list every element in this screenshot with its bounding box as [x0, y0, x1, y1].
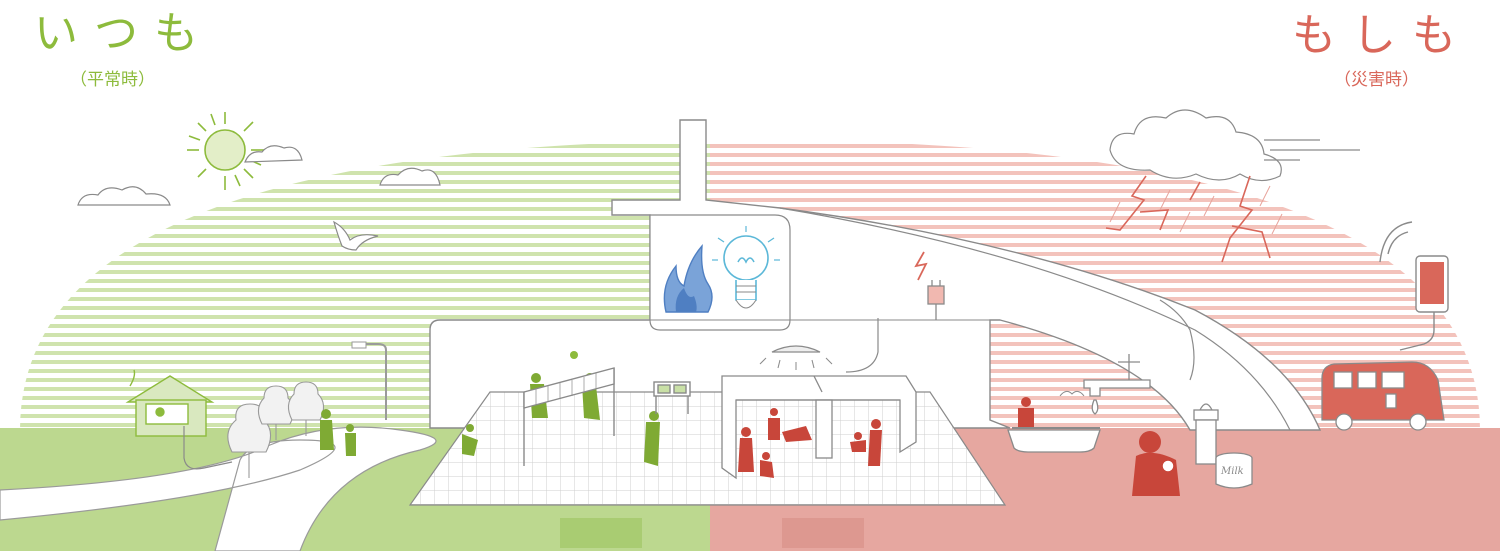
- bird-icon: [333, 220, 379, 251]
- faucet-icon: [1059, 354, 1151, 415]
- milk-can-icon: Milk: [1215, 452, 1253, 489]
- street-lamp-icon: [351, 341, 387, 420]
- lightning-icon: [914, 251, 928, 281]
- storm-cloud-icon: [1109, 109, 1360, 182]
- volleyball-net-icon: [523, 367, 615, 466]
- wiring: [183, 299, 1195, 470]
- milk-can-label: Milk: [1220, 466, 1244, 477]
- normal-time-heading: いつも: [34, 8, 214, 59]
- people-disaster: [738, 397, 1034, 478]
- lightbulb-icon: [712, 226, 780, 309]
- scoreboard-icon: [653, 381, 691, 414]
- smartphone-icon: [1379, 221, 1449, 351]
- disaster-time-heading: もしも: [1292, 10, 1472, 61]
- rain: [1109, 185, 1283, 235]
- cloud-icon: [77, 145, 441, 206]
- disaster-time-subheading: （災害時）: [1334, 70, 1419, 90]
- bathtub-icon: [1007, 427, 1101, 453]
- normal-time-subheading: （平常時）: [70, 70, 155, 90]
- power-plug-icon: [927, 280, 945, 320]
- car-icon: [1321, 361, 1445, 431]
- sun-icon: [187, 112, 264, 190]
- mother-figure: [1132, 431, 1180, 496]
- lightning-icon: [1105, 175, 1271, 263]
- ground-patch-green: [560, 518, 642, 548]
- ground-patch-red: [782, 518, 864, 548]
- milk-bottle-icon: [1193, 403, 1219, 465]
- tree-icon: [227, 381, 325, 478]
- house-icon: [125, 369, 215, 437]
- gas-flame-icon: [663, 243, 713, 313]
- ceiling-light-icon: [759, 345, 833, 370]
- shelter-partitions: [721, 375, 917, 480]
